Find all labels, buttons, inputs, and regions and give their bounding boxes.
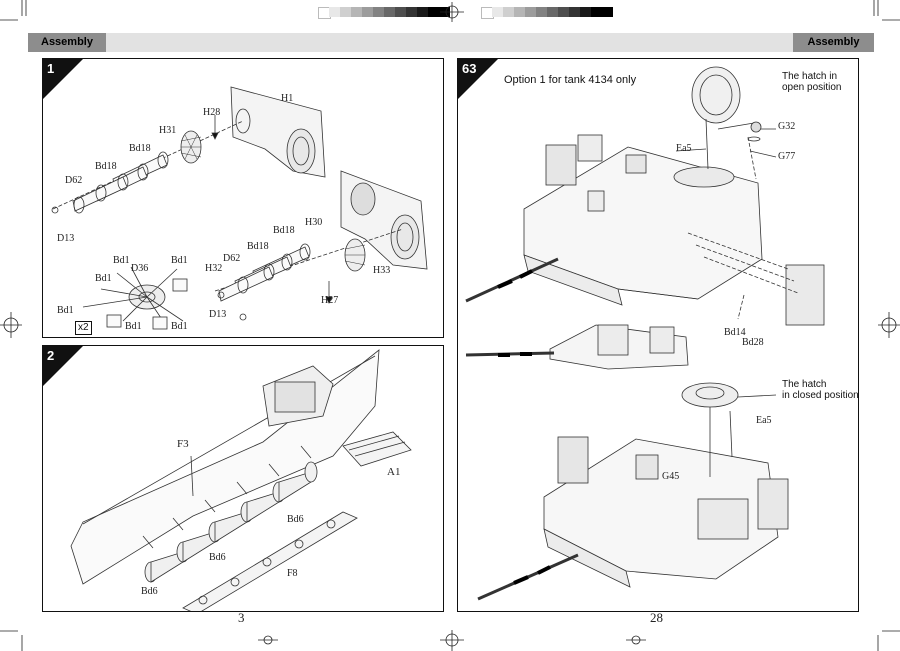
label-bd1-d: Bd1 <box>57 305 74 316</box>
label-bd1-c: Bd1 <box>95 273 112 284</box>
step-63-panel: 63 Option 1 for tank 4134 only <box>457 58 859 612</box>
label-h27: H27 <box>321 295 339 306</box>
step-63-drawing <box>465 66 825 601</box>
calibration-swatch <box>406 7 417 17</box>
calibration-swatch <box>351 7 362 17</box>
label-f8: F8 <box>287 568 298 579</box>
calibration-swatch <box>514 7 525 17</box>
header-title-right: Assembly <box>793 33 874 52</box>
label-h33: H33 <box>373 265 391 276</box>
label-d13-b: D13 <box>209 309 227 320</box>
calibration-swatch <box>329 7 340 17</box>
label-bd18-b: Bd18 <box>95 161 117 172</box>
calibration-swatch <box>558 7 569 17</box>
label-bd6-a: Bd6 <box>287 514 304 525</box>
label-bd6-b: Bd6 <box>209 552 226 563</box>
label-a1: A1 <box>387 466 401 478</box>
calibration-swatch <box>580 7 591 17</box>
step-2-drawing <box>70 349 412 611</box>
label-h30: H30 <box>305 217 323 228</box>
calibration-swatch <box>395 7 406 17</box>
label-ea5-b: Ea5 <box>756 415 772 426</box>
page-number-right: 28 <box>650 610 663 625</box>
note-hatch-open-line1: The hatch in <box>782 71 838 82</box>
calibration-swatch <box>417 7 428 17</box>
calibration-swatch <box>492 7 503 17</box>
label-g77: G77 <box>778 151 796 162</box>
label-h1: H1 <box>281 93 294 104</box>
calibration-swatch <box>525 7 536 17</box>
note-hatch-closed-line2: in closed position <box>782 390 859 401</box>
label-bd18-a: Bd18 <box>129 143 151 154</box>
label-bd18-c: Bd18 <box>273 225 295 236</box>
step-badge <box>458 59 498 99</box>
step-badge <box>43 346 83 386</box>
page-number-left: 3 <box>238 610 245 625</box>
label-bd28: Bd28 <box>742 337 764 348</box>
calibration-swatch <box>428 7 439 17</box>
label-g32: G32 <box>778 121 796 132</box>
label-bd1-a: Bd1 <box>113 255 130 266</box>
calibration-swatch <box>547 7 558 17</box>
note-hatch-closed: The hatch in closed position <box>782 379 859 401</box>
label-bd1-b: Bd1 <box>171 255 188 266</box>
calibration-swatch <box>373 7 384 17</box>
step-number: 1 <box>47 61 55 76</box>
label-f3: F3 <box>177 438 189 450</box>
label-d62-b: D62 <box>223 253 241 264</box>
calibration-swatch <box>503 7 514 17</box>
label-h31: H31 <box>159 125 177 136</box>
calibration-swatch <box>569 7 580 17</box>
calibration-swatch <box>384 7 395 17</box>
label-h28: H28 <box>203 107 221 118</box>
step-badge <box>43 59 83 99</box>
quantity-multiplier: x2 <box>75 321 92 335</box>
step-1-drawing <box>51 86 428 330</box>
label-h32: H32 <box>205 263 223 274</box>
label-d13-a: D13 <box>57 233 75 244</box>
label-bd1-f: Bd1 <box>171 321 188 332</box>
step-2-panel: 2 <box>42 345 444 612</box>
label-g45: G45 <box>662 471 680 482</box>
calibration-swatch <box>536 7 547 17</box>
step-number: 63 <box>462 61 477 76</box>
option-title: Option 1 for tank 4134 only <box>504 74 637 86</box>
label-ea5-a: Ea5 <box>676 143 692 154</box>
note-hatch-closed-line1: The hatch <box>782 379 827 390</box>
calibration-swatch <box>602 7 613 17</box>
label-bd1-e: Bd1 <box>125 321 142 332</box>
label-bd18-d: Bd18 <box>247 241 269 252</box>
step-1-panel: 1 <box>42 58 444 338</box>
note-hatch-open-line2: open position <box>782 82 842 93</box>
calibration-swatch <box>591 7 602 17</box>
label-bd6-c: Bd6 <box>141 586 158 597</box>
label-bd14: Bd14 <box>724 327 746 338</box>
label-d36: D36 <box>131 263 149 274</box>
calibration-swatch <box>340 7 351 17</box>
calibration-swatch <box>362 7 373 17</box>
calibration-strip-right <box>481 0 621 20</box>
note-hatch-open: The hatch in open position <box>782 71 842 93</box>
label-d62-a: D62 <box>65 175 83 186</box>
header-bar <box>28 33 874 52</box>
header-title-left: Assembly <box>28 33 106 52</box>
step-number: 2 <box>47 348 55 363</box>
